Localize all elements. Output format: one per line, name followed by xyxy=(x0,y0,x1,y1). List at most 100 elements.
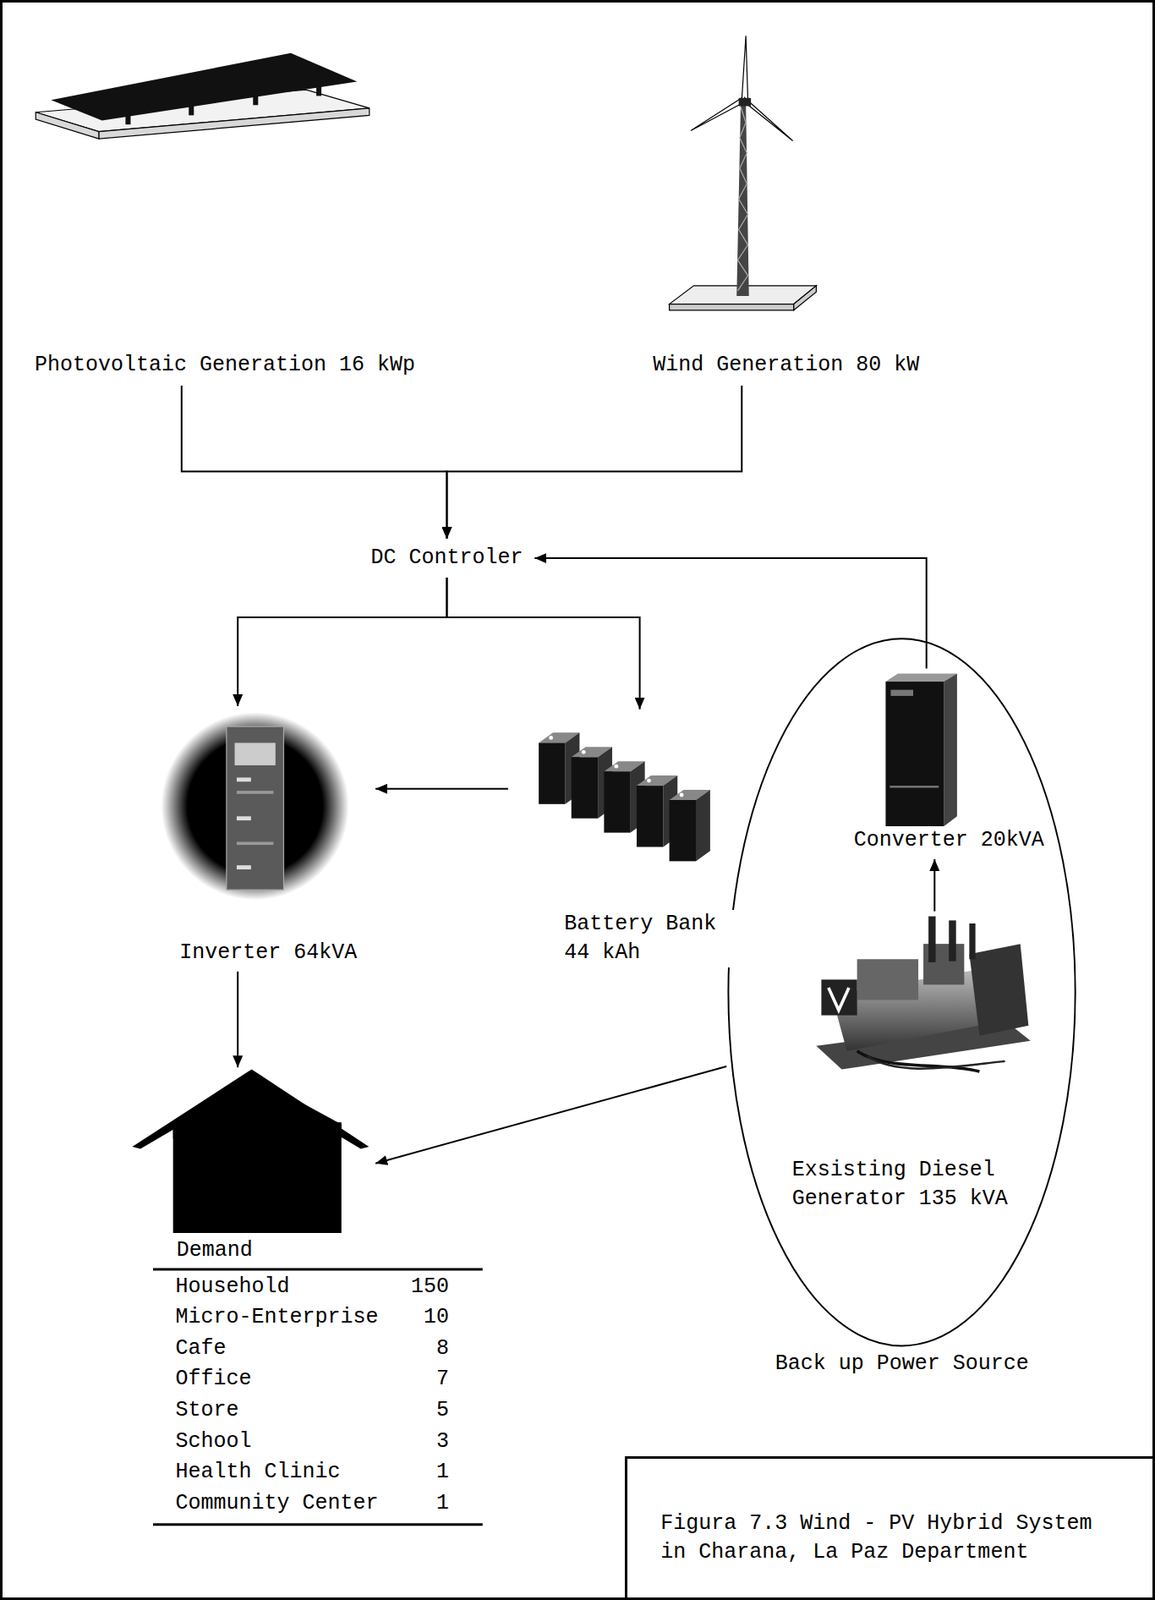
diesel-generator-picture xyxy=(928,916,936,963)
pv-generation: Photovoltaic Generation 16 kWp xyxy=(28,344,422,386)
connector-arrow xyxy=(534,558,926,668)
connector-arrow xyxy=(447,577,641,710)
caption-text: Figura 7.3 Wind - PV Hybrid System in Ch… xyxy=(660,1509,1112,1567)
table-rule xyxy=(153,1269,483,1525)
solar-panel xyxy=(125,114,131,125)
battery-picture xyxy=(603,771,630,833)
diesel-generator-picture xyxy=(948,919,956,961)
diesel-generator-picture xyxy=(821,979,857,1015)
inverter-picture xyxy=(236,777,252,782)
diesel-generator-picture xyxy=(968,923,975,959)
battery-picture xyxy=(613,764,619,769)
component-label: DC Controler xyxy=(371,543,524,573)
diesel-generator-picture xyxy=(828,987,849,1011)
house-body xyxy=(173,1122,342,1232)
table-cell-count: 150 xyxy=(399,1272,449,1302)
converter-picture xyxy=(943,673,958,827)
inverter-picture xyxy=(161,711,350,900)
wind-turbine xyxy=(793,285,817,311)
solar-panel xyxy=(35,53,370,139)
battery-picture xyxy=(646,778,652,783)
demand-house: Demand xyxy=(130,1067,376,1270)
table-cell-name: Office xyxy=(175,1364,252,1394)
table-rule xyxy=(153,1522,483,1526)
component-label: Converter 20kVA xyxy=(853,826,1045,855)
component-label: Demand xyxy=(176,1236,253,1265)
table-rule xyxy=(153,1268,483,1271)
solar-panel xyxy=(188,104,194,115)
battery-picture xyxy=(636,785,663,847)
table-cell-name: Cafe xyxy=(175,1334,227,1364)
backup-region: Back up Power Source Converter 20kVA Exsis… xyxy=(726,637,1078,1383)
converter-picture xyxy=(890,689,914,696)
battery-picture xyxy=(548,735,553,740)
component-label: Inverter 64kVA xyxy=(179,938,357,968)
table-cell-count: 1 xyxy=(399,1457,449,1487)
component-label: Photovoltaic Generation 16 kWp xyxy=(34,350,416,380)
battery-picture xyxy=(538,732,711,861)
component-label: Wind Generation 80 kW xyxy=(652,350,920,380)
battery-picture xyxy=(669,799,696,861)
table-cell-name: Household xyxy=(175,1272,291,1302)
diesel-generator-picture xyxy=(815,916,1030,1072)
connector-arrow xyxy=(933,859,936,912)
battery-picture xyxy=(695,789,711,861)
wind-turbine xyxy=(736,102,749,296)
house-shape xyxy=(130,1067,376,1232)
connector-arrow xyxy=(237,577,447,707)
battery-picture xyxy=(679,793,685,798)
caption-box: Figura 7.3 Wind - PV Hybrid System in Ch… xyxy=(624,1456,1155,1600)
table-cell-count: 10 xyxy=(399,1302,449,1332)
wind-turbine xyxy=(690,98,742,132)
component-label: Back up Power Source xyxy=(775,1349,1030,1379)
connector-arrow xyxy=(447,385,743,539)
inverter-picture xyxy=(236,815,252,821)
wind-turbine xyxy=(669,35,817,311)
dc-controller: DC Controler xyxy=(359,538,536,578)
converter-picture xyxy=(885,681,944,827)
wind-turbine xyxy=(737,107,748,291)
wind-generation: Wind Generation 80 kW xyxy=(640,344,932,386)
battery-bank: Battery Bank 44 kAh xyxy=(508,709,743,972)
diesel-generator: Exsisting Diesel Generator 135 kVA xyxy=(788,911,1019,1218)
table-cell-name: School xyxy=(175,1427,252,1457)
solar-panel xyxy=(316,85,322,96)
backup-ellipse-outline xyxy=(728,638,1076,1346)
solar-panel xyxy=(50,53,357,121)
battery-picture xyxy=(571,756,598,818)
solar-panel xyxy=(252,94,258,105)
table-cell-name: Health Clinic xyxy=(175,1457,341,1487)
converter-picture xyxy=(889,785,939,788)
table-cell-count: 7 xyxy=(399,1364,449,1394)
connector-arrow xyxy=(236,971,239,1068)
connector-arrow xyxy=(375,1066,727,1164)
diesel-generator-picture xyxy=(968,943,1029,1036)
diesel-generator-picture xyxy=(867,1056,1006,1069)
battery-picture xyxy=(581,749,586,755)
table-cell-name: Store xyxy=(175,1395,240,1425)
table-cell-count: 8 xyxy=(399,1334,449,1364)
inverter-picture xyxy=(236,864,252,870)
inverter-picture xyxy=(236,790,274,794)
table-cell-name: Community Center xyxy=(175,1488,379,1518)
diesel-generator-picture xyxy=(857,958,919,1000)
inverter-picture xyxy=(226,726,285,890)
inverter-picture xyxy=(236,841,274,845)
battery-picture xyxy=(538,742,565,804)
connector-arrow xyxy=(375,788,509,790)
inverter-picture xyxy=(161,711,350,900)
component-label: Exsisting Diesel Generator 135 kVA xyxy=(792,1155,1015,1214)
converter-picture xyxy=(885,673,957,827)
table-cell-name: Micro-Enterprise xyxy=(175,1302,379,1332)
wind-turbine xyxy=(744,98,794,142)
inverter-picture xyxy=(235,742,276,766)
solar-panel xyxy=(35,112,99,139)
backup-ellipse xyxy=(726,637,1078,1347)
inverter: Inverter 64kVA xyxy=(161,706,376,972)
component-label: Battery Bank 44 kAh xyxy=(563,909,736,968)
table-cell-count: 1 xyxy=(399,1488,449,1518)
table-cell-count: 3 xyxy=(399,1427,449,1457)
wind-turbine xyxy=(741,35,748,100)
